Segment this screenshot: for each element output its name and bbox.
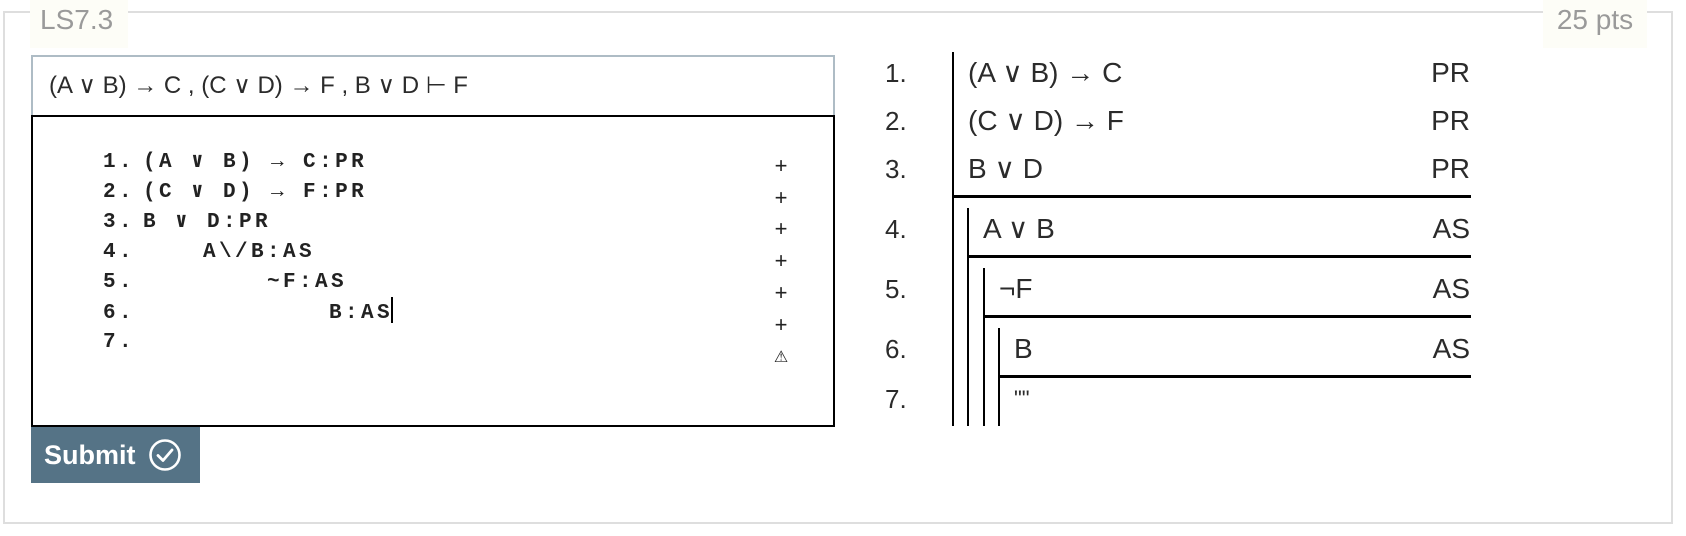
editor-line-number: 3.	[103, 211, 136, 234]
editor-line-text[interactable]: A\/B:AS	[203, 241, 316, 264]
plus-icon[interactable]: +	[774, 153, 788, 178]
proof-line-number: 1.	[885, 58, 907, 88]
proof-formula: (C ∨ D) → F	[968, 105, 1124, 136]
editor-line-text[interactable]: (A ∨ B) → C:PR	[143, 151, 368, 174]
assumption-rule-3	[998, 375, 1471, 378]
proof-line-number: 7.	[885, 384, 907, 414]
fitch-proof: 1. 2. 3. 4. 5. 6. 7. (A ∨ B) → C (C ∨ D)…	[870, 50, 1490, 430]
proof-line-number: 2.	[885, 106, 907, 136]
editor-line-number: 4.	[103, 241, 136, 264]
scope-bar-subproof-2	[983, 268, 985, 426]
editor-line-text[interactable]: (C ∨ D) → F:PR	[143, 181, 368, 204]
editor-line-number: 5.	[103, 271, 136, 294]
editor-line[interactable]: 5. ~F:AS	[103, 267, 347, 299]
proof-line-number: 4.	[885, 214, 907, 244]
proof-formula: (A ∨ B) → C	[968, 57, 1123, 88]
editor-line-number: 6.	[103, 302, 136, 325]
assumption-rule-2	[983, 315, 1471, 318]
plus-icon[interactable]: +	[774, 185, 788, 210]
proof-formula: ¬F	[999, 273, 1033, 304]
problem-frame	[3, 11, 1673, 524]
plus-icon[interactable]: +	[774, 248, 788, 273]
editor-line-text[interactable]: ~F:AS	[267, 271, 348, 294]
proof-line-number: 3.	[885, 154, 907, 184]
editor-line[interactable]: 4. A\/B:AS	[103, 237, 315, 269]
text-caret	[391, 297, 394, 323]
assumption-rule-1	[967, 255, 1471, 258]
proof-line-number: 6.	[885, 334, 907, 364]
proof-justification: PR	[1431, 57, 1470, 88]
proof-justification: AS	[1432, 213, 1470, 244]
editor-line-number: 7.	[103, 331, 136, 354]
proof-formula: B ∨ D	[968, 153, 1043, 184]
submit-button[interactable]: Submit	[31, 427, 200, 483]
warning-icon: ⚠	[773, 349, 789, 366]
sequent-header: (A ∨ B) → C , (C ∨ D) → F , B ∨ D ⊢ F	[31, 55, 835, 117]
proof-justification: AS	[1432, 273, 1470, 304]
premise-rule	[952, 195, 1471, 198]
proof-formula: ""	[1014, 386, 1030, 411]
proof-editor[interactable]: 1. (A ∨ B) → C:PR 2. (C ∨ D) → F:PR 3. B ∨ …	[31, 115, 835, 427]
plus-icon[interactable]: +	[774, 312, 788, 337]
problem-id: LS7.3	[30, 0, 128, 48]
proof-justification: PR	[1431, 153, 1470, 184]
editor-line-number: 1.	[103, 151, 136, 174]
problem-points: 25 pts	[1543, 0, 1647, 48]
circle-check-icon	[148, 439, 181, 471]
plus-icon[interactable]: +	[774, 216, 788, 241]
submit-label: Submit	[44, 439, 136, 470]
proof-justification: AS	[1432, 333, 1470, 364]
editor-line[interactable]: 2. (C ∨ D) → F:PR	[103, 177, 367, 209]
editor-line[interactable]: 7.	[103, 327, 143, 359]
editor-line-text[interactable]: B ∨ D:PR	[143, 211, 272, 234]
plus-icon[interactable]: +	[774, 280, 788, 305]
scope-bar-main	[952, 52, 954, 426]
editor-line[interactable]: 3. B ∨ D:PR	[103, 207, 271, 239]
editor-line[interactable]: 6. B:AS	[103, 297, 394, 329]
editor-line-number: 2.	[103, 181, 136, 204]
proof-line-number: 5.	[885, 274, 907, 304]
proof-formula: A ∨ B	[983, 213, 1055, 244]
proof-formula: B	[1014, 333, 1033, 364]
editor-line[interactable]: 1. (A ∨ B) → C:PR	[103, 147, 367, 179]
proof-justification: PR	[1431, 105, 1470, 136]
editor-line-text[interactable]: B:AS	[329, 302, 394, 325]
scope-bar-subproof-1	[967, 208, 969, 426]
